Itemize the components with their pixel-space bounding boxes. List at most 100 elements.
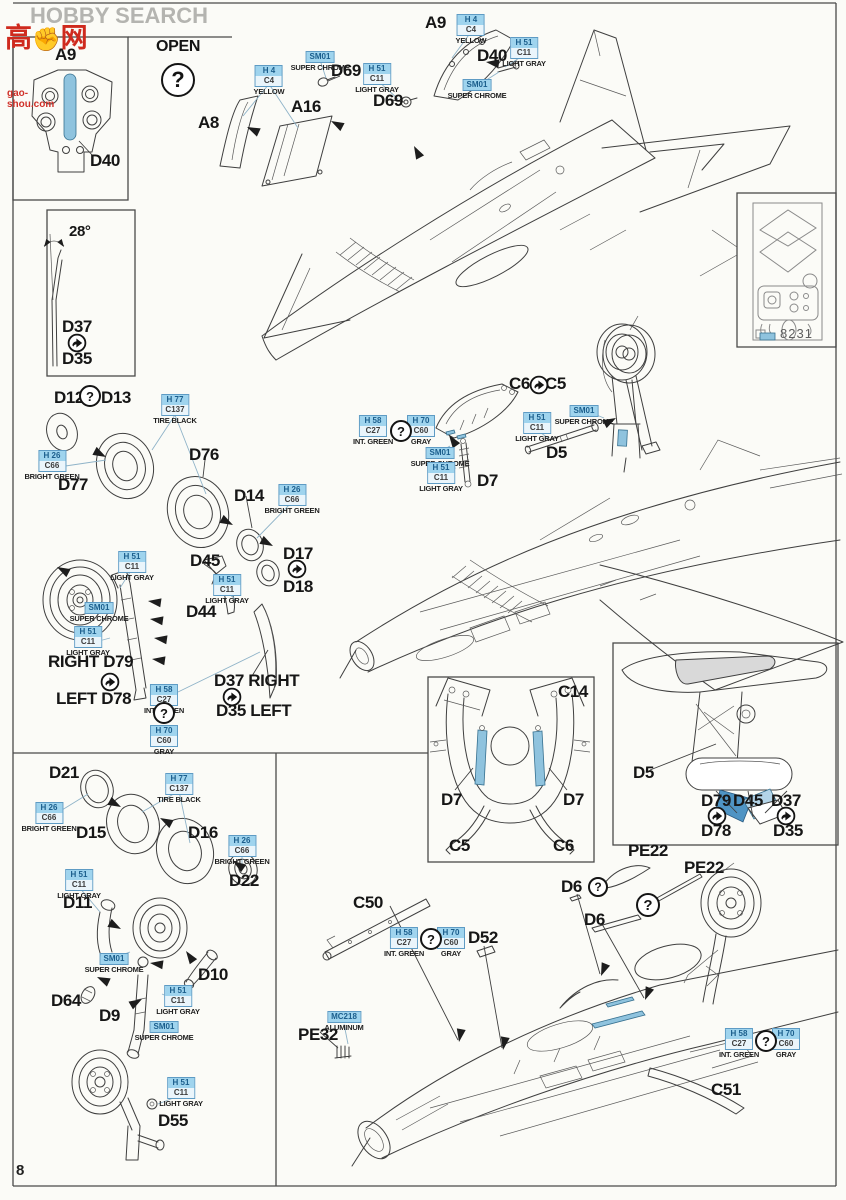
paint-code-h: H 70: [438, 928, 464, 938]
optional-question-icon: ?: [161, 63, 195, 97]
paint-code-h: H 58: [360, 416, 386, 426]
paint-code-c: C4: [255, 76, 282, 86]
paint-name: INT. GREEN: [352, 437, 394, 446]
part-label-d77: D77: [58, 475, 88, 494]
part-label-d35: D35: [773, 821, 803, 840]
paint-code-c: C60: [408, 426, 434, 436]
paint-code-box: SM01: [462, 79, 492, 91]
part-label-d10: D10: [198, 965, 228, 984]
paint-code-h: H 4: [255, 66, 282, 76]
paint-code-h: H 58: [391, 928, 417, 938]
optional-question-icon: ?: [588, 877, 608, 897]
paint-code-h: H 26: [35, 803, 62, 813]
paint-code-c: C11: [119, 562, 145, 572]
paint-name: INT. GREEN: [383, 949, 425, 958]
paint-code-box: SM01: [84, 602, 114, 614]
part-label-d15: D15: [76, 823, 106, 842]
paint-code-h: H 58: [726, 1029, 752, 1039]
paint-code-h: H 51: [511, 38, 537, 48]
optional-question-icon: ?: [636, 893, 660, 917]
paint-code-h: H 26: [228, 836, 255, 846]
part-label-a8: A8: [198, 113, 219, 132]
paint-code-box: SM01: [425, 447, 455, 459]
left-parts-art: [42, 412, 280, 701]
paint-name: SUPER CHROME: [554, 417, 614, 426]
page-number: 8: [16, 1162, 25, 1179]
paint-code-c: C60: [151, 736, 177, 746]
bottom-left-parts-art: [71, 769, 258, 1161]
paint-code-box: SM01: [569, 405, 599, 417]
paint-name: LIGHT GRAY: [205, 596, 249, 605]
paint-code-h: SM01: [570, 406, 598, 416]
watermark-logo-char: 网: [60, 23, 88, 53]
paint-name: SUPER CHROME: [69, 614, 129, 623]
paint-code-h: SM01: [150, 1022, 178, 1032]
mask-sheet-art: [752, 202, 823, 341]
paint-name: TIRE BLACK: [153, 416, 197, 425]
paint-code-h: SM01: [85, 603, 113, 613]
part-label-d6: D6: [561, 877, 582, 896]
part-label-a9: A9: [425, 13, 446, 32]
paint-code-h: H 26: [38, 451, 65, 461]
part-label-d44: D44: [186, 602, 216, 621]
optional-question-icon: ?: [755, 1030, 777, 1052]
part-label-d14: D14: [234, 486, 264, 505]
top-assembly-art: [219, 29, 791, 455]
paint-code-c: C11: [428, 473, 454, 483]
paint-code-c: C11: [511, 48, 537, 58]
part-label-d12: D12: [54, 388, 84, 407]
paint-name: SUPER CHROME: [134, 1033, 194, 1042]
paint-code-h: H 51: [75, 627, 101, 637]
paint-name: SUPER CHROME: [290, 63, 350, 72]
pitot-angle-art: [43, 233, 65, 367]
optional-question-icon: ?: [390, 420, 412, 442]
mirror-both-sides-icon: [776, 806, 796, 826]
watermark-site-text: HOBBY SEARCH: [30, 3, 209, 28]
part-label-d76: D76: [189, 445, 219, 464]
part-label-c5: C5: [449, 836, 470, 855]
paint-code-c: C66: [35, 813, 62, 823]
part-label-d9: D9: [99, 1006, 120, 1025]
paint-code-h: H 26: [278, 485, 305, 495]
paint-code-c: C11: [214, 585, 240, 595]
paint-code-h: H 70: [408, 416, 434, 426]
mirror-both-sides-icon: [287, 559, 307, 579]
part-label-d55: D55: [158, 1111, 188, 1130]
paint-name: LIGHT GRAY: [57, 891, 101, 900]
part-label-d5: D5: [633, 763, 654, 782]
paint-name: BRIGHT GREEN: [264, 506, 320, 515]
fist-icon: ✊: [32, 26, 61, 52]
optional-question-icon: ?: [153, 702, 175, 724]
arrows: [57, 59, 655, 1050]
part-label-d40: D40: [477, 46, 507, 65]
paint-name: GRAY: [440, 949, 462, 958]
mirror-both-sides-icon: [100, 672, 120, 692]
paint-code-h: H 51: [66, 870, 92, 880]
paint-code-c: C11: [524, 423, 550, 433]
paint-name: GRAY: [410, 437, 432, 446]
